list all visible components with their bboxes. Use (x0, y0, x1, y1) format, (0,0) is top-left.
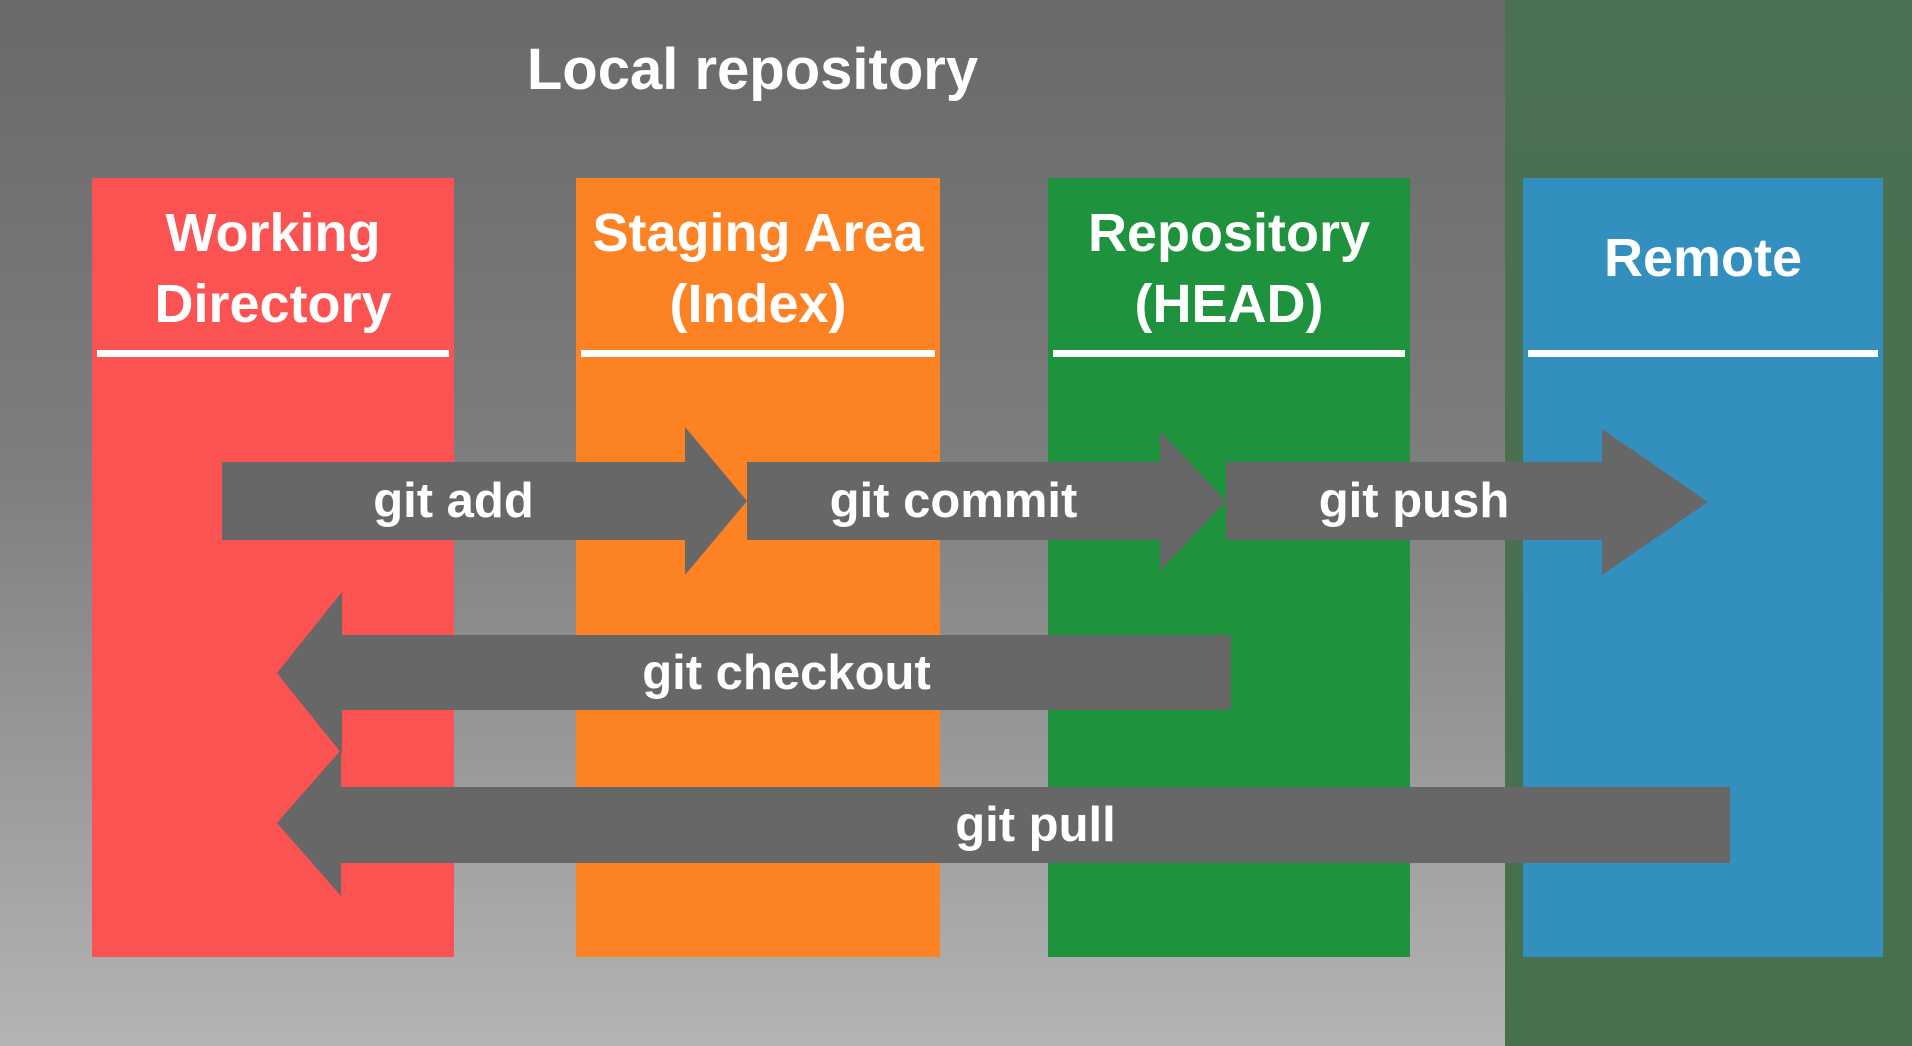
arrow-git-checkout-label: git checkout (642, 645, 931, 700)
column-staging-area-header: Staging Area (Index) (576, 178, 940, 340)
arrow-git-push: git push (1226, 462, 1602, 540)
arrow-git-pull-label: git pull (955, 798, 1116, 852)
column-header-line: (Index) (669, 274, 847, 334)
column-header-line: Staging Area (592, 203, 924, 263)
column-repository-head-header: Repository (HEAD) (1048, 178, 1410, 340)
arrow-head-left-icon (277, 592, 342, 754)
arrow-head-left-icon (277, 750, 341, 896)
header-underline (581, 350, 935, 357)
header-underline (1053, 350, 1405, 357)
diagram-title: Local repository (526, 37, 979, 102)
arrow-git-add: git add (222, 462, 685, 540)
column-header-line: Working (165, 203, 381, 263)
arrow-git-commit: git commit (747, 462, 1160, 540)
arrow-git-add-label: git add (373, 474, 534, 528)
column-header-line: Repository (1087, 203, 1371, 263)
arrow-git-checkout: git checkout (342, 635, 1231, 710)
arrow-git-commit-label: git commit (829, 474, 1078, 528)
header-underline (97, 350, 449, 357)
arrow-head-right-icon (1160, 431, 1226, 571)
arrow-git-push-label: git push (1318, 474, 1510, 528)
column-header-line: (HEAD) (1134, 274, 1324, 334)
column-remote-header: Remote (1523, 178, 1883, 294)
column-working-directory-header: Working Directory (92, 178, 454, 340)
column-header-line: Directory (154, 274, 392, 334)
arrow-head-right-icon (685, 427, 747, 575)
header-underline (1528, 350, 1878, 357)
column-header-line: Remote (1603, 228, 1803, 288)
arrow-head-right-icon (1602, 429, 1708, 575)
arrow-git-pull: git pull (341, 787, 1730, 863)
